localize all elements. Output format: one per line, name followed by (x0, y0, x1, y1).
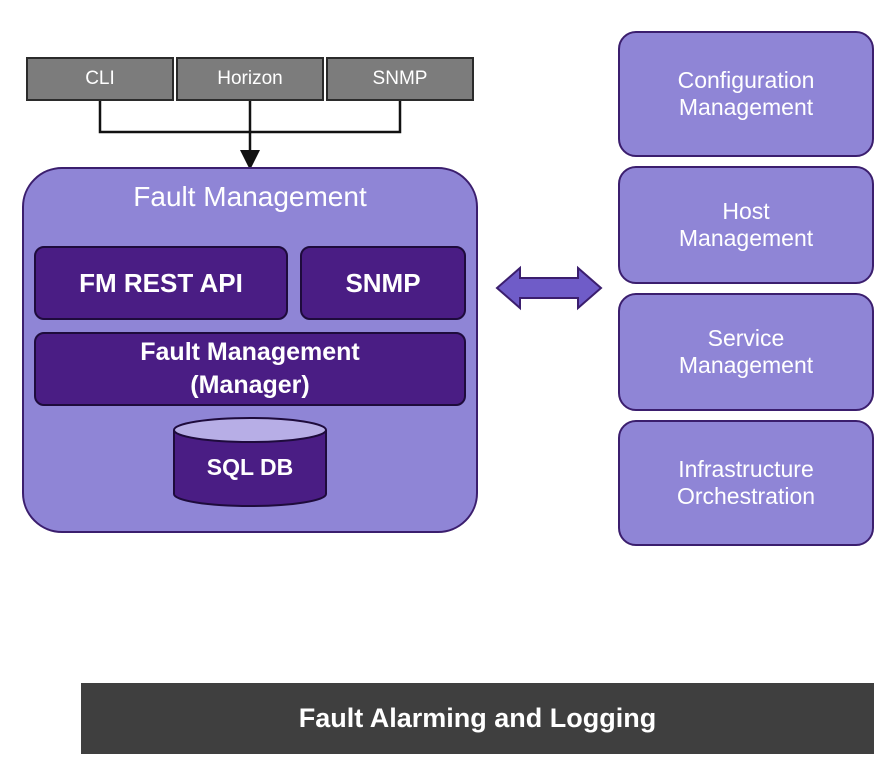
client-cli-label: CLI (85, 68, 115, 89)
client-snmp[interactable]: SNMP (326, 57, 474, 101)
fm-snmp-box[interactable]: SNMP (300, 246, 466, 320)
fault-alarming-logging-label: Fault Alarming and Logging (298, 703, 657, 733)
fm-rest-api-label: FM REST API (79, 267, 243, 298)
configuration-management-box[interactable]: Configuration Management (618, 31, 874, 157)
client-horizon[interactable]: Horizon (176, 57, 324, 101)
host-management-box[interactable]: Host Management (618, 166, 874, 284)
configuration-management-line2: Management (678, 94, 814, 120)
sql-db-label: SQL DB (206, 454, 294, 480)
host-management-line1: Host (722, 198, 770, 224)
client-cli[interactable]: CLI (26, 57, 174, 101)
infrastructure-orchestration-line2: Orchestration (676, 483, 816, 509)
fm-manager-line2: (Manager) (190, 371, 310, 399)
fm-manager-box[interactable]: Fault Management (Manager) (34, 332, 466, 406)
client-horizon-label: Horizon (217, 68, 283, 89)
service-management-line2: Management (678, 352, 814, 378)
client-snmp-label: SNMP (372, 68, 428, 89)
fault-alarming-logging-bar[interactable]: Fault Alarming and Logging (81, 683, 874, 754)
service-management-box[interactable]: Service Management (618, 293, 874, 411)
infrastructure-orchestration-line1: Infrastructure (678, 456, 814, 482)
fm-manager-line1: Fault Management (140, 338, 360, 366)
configuration-management-line1: Configuration (677, 67, 815, 93)
host-management-line2: Management (678, 225, 814, 251)
fm-snmp-label: SNMP (345, 267, 421, 298)
service-management-line1: Service (707, 325, 785, 351)
fm-rest-api-box[interactable]: FM REST API (34, 246, 288, 320)
infrastructure-orchestration-box[interactable]: Infrastructure Orchestration (618, 420, 874, 546)
fault-management-title: Fault Management (133, 181, 367, 212)
